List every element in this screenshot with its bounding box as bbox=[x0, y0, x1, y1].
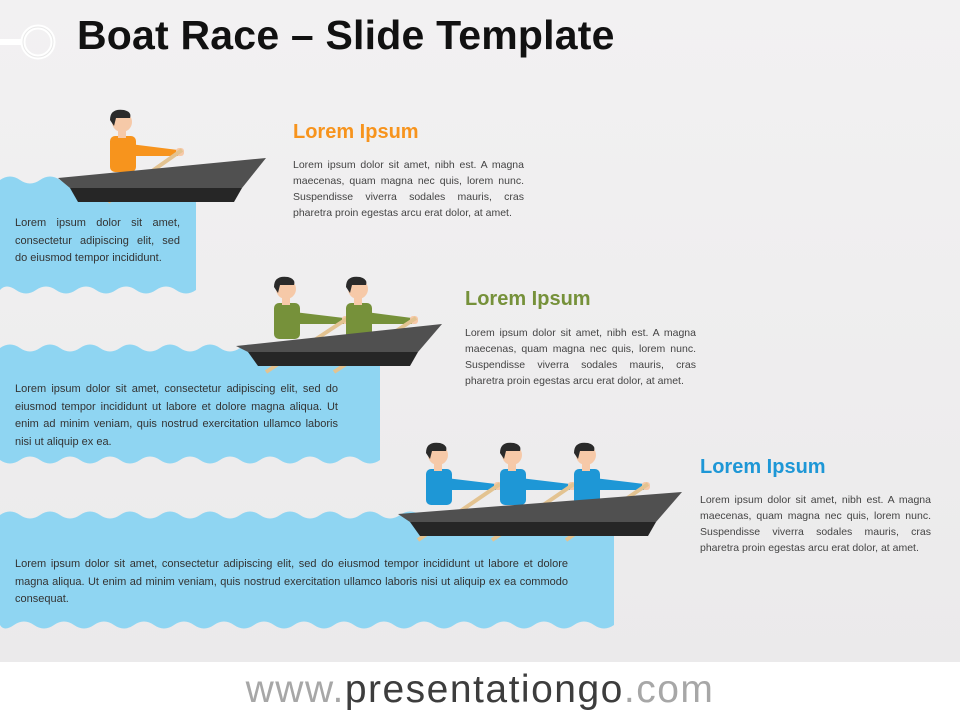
water-text-2: Lorem ipsum dolor sit amet, consectetur … bbox=[15, 383, 338, 448]
stage-heading-1: Lorem Ipsum bbox=[293, 121, 419, 143]
title-ring-icon bbox=[0, 24, 56, 60]
stage-description-2: Lorem ipsum dolor sit amet, nibh est. A … bbox=[465, 327, 696, 387]
footer-url-brand: presentationgo bbox=[344, 668, 624, 711]
footer-url-suffix: .com bbox=[623, 668, 715, 711]
slide-title: Boat Race – Slide Template bbox=[77, 12, 615, 58]
water-text-3: Lorem ipsum dolor sit amet, consectetur … bbox=[15, 558, 568, 605]
water-band-2 bbox=[0, 344, 380, 464]
stage-heading-2: Lorem Ipsum bbox=[465, 288, 591, 310]
water-text-1: Lorem ipsum dolor sit amet, consectetur … bbox=[15, 217, 180, 264]
stage-description-1: Lorem ipsum dolor sit amet, nibh est. A … bbox=[293, 159, 524, 219]
boat-3 bbox=[398, 442, 682, 542]
boat-1 bbox=[58, 109, 266, 204]
stage-description-3: Lorem ipsum dolor sit amet, nibh est. A … bbox=[700, 494, 931, 554]
slide-canvas: Boat Race – Slide Template Lorem ipsum d… bbox=[0, 0, 960, 662]
boat-2 bbox=[236, 276, 442, 374]
stage-heading-3: Lorem Ipsum bbox=[700, 456, 826, 478]
water-band-1 bbox=[0, 176, 196, 294]
footer: www.presentationgo.com bbox=[0, 662, 960, 720]
footer-url: www.presentationgo.com bbox=[0, 668, 960, 712]
water-band-3 bbox=[0, 511, 614, 629]
footer-url-prefix: www. bbox=[245, 668, 345, 711]
